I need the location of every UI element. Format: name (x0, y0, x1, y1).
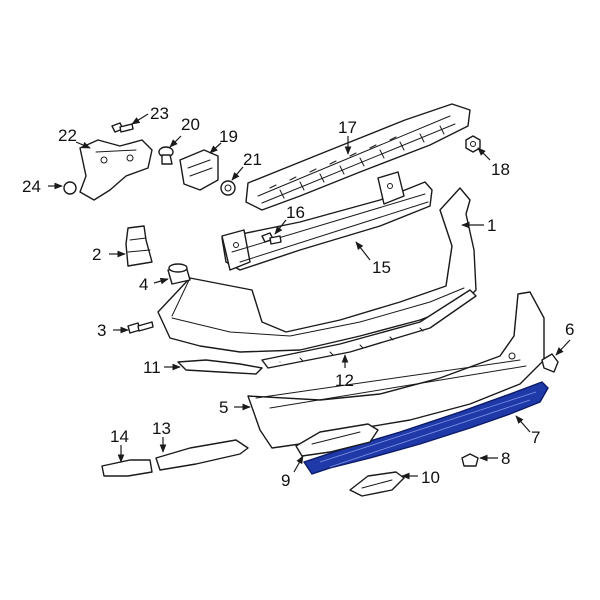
part-13-side-reflector[interactable] (155, 439, 249, 471)
callout-14: 14 (110, 427, 129, 446)
callout-1: 1 (487, 216, 496, 235)
part-12-lower-trim[interactable] (261, 289, 477, 369)
part-19-guide-bracket[interactable] (179, 149, 219, 191)
callout-12: 12 (335, 371, 354, 390)
callout-8: 8 (501, 449, 510, 468)
callout-6: 6 (565, 320, 574, 339)
callout-16: 16 (286, 203, 305, 222)
part-7-diffuser-highlighted[interactable] (303, 381, 549, 475)
part-14-end-cap[interactable] (101, 459, 153, 477)
callout-4: 4 (139, 275, 148, 294)
part-11-reflector-strip[interactable] (177, 359, 263, 375)
part-15-reinforcement-beam[interactable] (221, 171, 433, 271)
callout-24: 24 (22, 177, 41, 196)
part-18-nut[interactable] (465, 135, 481, 153)
part-9-exhaust-trim-left[interactable] (295, 423, 379, 457)
part-16-bolt[interactable] (261, 232, 282, 245)
callout-9: 9 (281, 471, 290, 490)
callout-22: 22 (58, 126, 77, 145)
callout-18: 18 (491, 160, 510, 179)
callout-13: 13 (152, 419, 171, 438)
part-8-clip[interactable] (461, 453, 479, 467)
callout-15: 15 (372, 258, 391, 277)
callout-7: 7 (531, 428, 540, 447)
callout-10: 10 (421, 468, 440, 487)
part-24-nut[interactable] (63, 181, 77, 195)
part-22-side-bracket[interactable] (79, 139, 153, 201)
part-20-push-clip[interactable] (158, 146, 174, 165)
callout-20: 20 (181, 115, 200, 134)
part-3-bolt[interactable] (127, 321, 154, 334)
part-1-bumper-cover[interactable] (157, 187, 477, 353)
part-17-absorber-rail[interactable] (245, 103, 471, 211)
part-21-grommet[interactable] (220, 180, 236, 196)
callout-23: 23 (150, 104, 169, 123)
callout-19: 19 (219, 127, 238, 146)
part-10-exhaust-trim-right[interactable] (349, 471, 405, 497)
callouts: 1 2 3 4 5 6 7 8 9 10 11 12 13 (22, 104, 574, 490)
part-23-screw[interactable] (111, 122, 134, 133)
callout-17: 17 (338, 118, 357, 137)
callout-11: 11 (143, 358, 161, 377)
part-5-lower-bumper-cover[interactable] (247, 291, 545, 449)
callout-5: 5 (219, 398, 228, 417)
part-2-rubber-stop[interactable] (125, 225, 153, 267)
part-6-clip[interactable] (541, 353, 559, 373)
callout-21: 21 (243, 150, 262, 169)
part-4-grommet[interactable] (167, 263, 191, 285)
callout-2: 2 (92, 245, 101, 264)
callout-3: 3 (97, 321, 106, 340)
